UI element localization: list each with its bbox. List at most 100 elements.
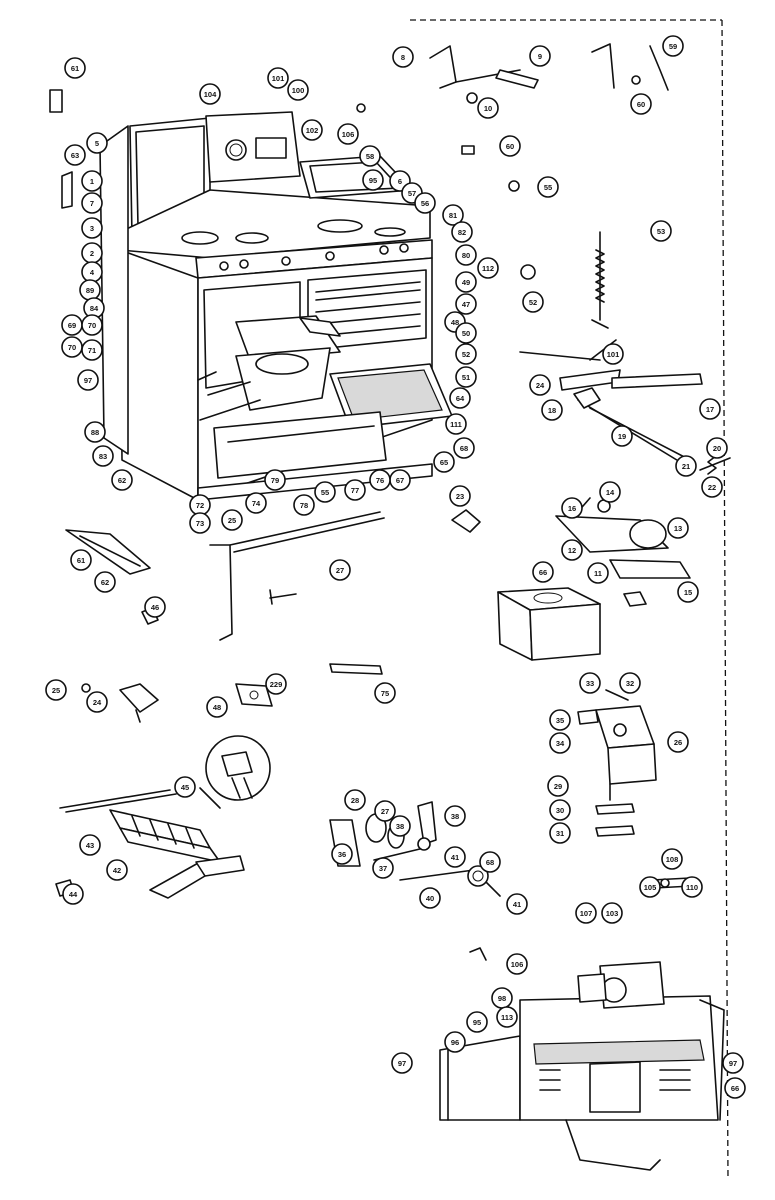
callout-circle bbox=[81, 192, 103, 214]
callout-circle bbox=[455, 366, 477, 388]
callout-circle bbox=[344, 479, 366, 501]
part-callout: 60 bbox=[630, 93, 652, 115]
part-callout: 29 bbox=[547, 775, 569, 797]
callout-label: 30 bbox=[556, 806, 564, 815]
part-callout: 12 bbox=[561, 539, 583, 561]
part-callout: 42 bbox=[106, 859, 128, 881]
part-callout: 19 bbox=[611, 425, 633, 447]
callout-circle bbox=[541, 399, 563, 421]
callout-circle bbox=[81, 170, 103, 192]
callout-circle bbox=[369, 469, 391, 491]
callout-circle bbox=[359, 145, 381, 167]
callout-label: 26 bbox=[674, 738, 682, 747]
part-callout: 3 bbox=[81, 217, 103, 239]
callout-circle bbox=[62, 883, 84, 905]
part-callout: 41 bbox=[444, 846, 466, 868]
callout-circle bbox=[677, 581, 699, 603]
callout-circle bbox=[639, 876, 661, 898]
page-frame bbox=[410, 19, 729, 1181]
callout-label: 64 bbox=[456, 394, 465, 403]
callout-label: 43 bbox=[86, 841, 94, 850]
callout-label: 70 bbox=[88, 321, 96, 330]
part-callout: 28 bbox=[344, 789, 366, 811]
part-callout: 66 bbox=[532, 561, 554, 583]
callout-label: 49 bbox=[462, 278, 470, 287]
part-callout: 62 bbox=[111, 469, 133, 491]
callout-label: 106 bbox=[511, 960, 524, 969]
part-callout: 66 bbox=[724, 1077, 746, 1099]
callout-label: 82 bbox=[458, 228, 466, 237]
part-callout: 79 bbox=[264, 469, 286, 491]
part-callout: 105 bbox=[639, 876, 661, 898]
callout-label: 41 bbox=[451, 853, 459, 862]
callout-label: 112 bbox=[482, 264, 494, 273]
part-callout: 2 bbox=[81, 242, 103, 264]
part-callout: 22 bbox=[701, 476, 723, 498]
callout-label: 58 bbox=[366, 152, 374, 161]
callout-circle bbox=[455, 244, 477, 266]
callout-label: 7 bbox=[90, 199, 94, 208]
part-callout: 83 bbox=[92, 445, 114, 467]
callout-label: 33 bbox=[586, 679, 594, 688]
callout-label: 36 bbox=[338, 850, 346, 859]
callout-label: 108 bbox=[666, 855, 679, 864]
callout-circle bbox=[611, 425, 633, 447]
callout-circle bbox=[667, 731, 689, 753]
callout-label: 5 bbox=[95, 139, 99, 148]
callout-label: 38 bbox=[451, 812, 459, 821]
part-callout: 68 bbox=[453, 437, 475, 459]
part-callout: 7 bbox=[81, 192, 103, 214]
callout-label: 42 bbox=[113, 866, 121, 875]
callout-circle bbox=[314, 481, 336, 503]
callout-label: 102 bbox=[306, 126, 319, 135]
part-callout: 65 bbox=[433, 451, 455, 473]
callout-circle bbox=[477, 97, 499, 119]
callout-circle bbox=[111, 469, 133, 491]
part-callout: 101 bbox=[267, 67, 289, 89]
part-callout: 13 bbox=[667, 517, 689, 539]
rear-control-assembly bbox=[439, 947, 725, 1171]
callout-circle bbox=[575, 902, 597, 924]
part-callout: 56 bbox=[414, 192, 436, 214]
callout-label: 60 bbox=[506, 142, 514, 151]
callout-label: 45 bbox=[181, 783, 189, 792]
part-callout: 64 bbox=[449, 387, 471, 409]
callout-label: 71 bbox=[88, 346, 96, 355]
part-callout: 76 bbox=[369, 469, 391, 491]
callout-label: 20 bbox=[713, 444, 721, 453]
callout-label: 89 bbox=[86, 286, 94, 295]
part-callout: 33 bbox=[579, 672, 601, 694]
callout-circle bbox=[94, 571, 116, 593]
part-callout: 23 bbox=[449, 485, 471, 507]
part-callout: 69 bbox=[61, 314, 83, 336]
part-callout: 35 bbox=[549, 709, 571, 731]
callout-circle bbox=[264, 469, 286, 491]
callout-circle bbox=[92, 445, 114, 467]
part-callout: 52 bbox=[455, 343, 477, 365]
callout-circle bbox=[630, 93, 652, 115]
callout-label: 72 bbox=[196, 501, 204, 510]
callout-circle bbox=[599, 481, 621, 503]
callout-label: 41 bbox=[513, 900, 521, 909]
callout-circle bbox=[174, 776, 196, 798]
callout-label: 48 bbox=[213, 703, 221, 712]
part-callout: 61 bbox=[64, 57, 86, 79]
callout-circle bbox=[86, 691, 108, 713]
callout-label: 84 bbox=[90, 304, 99, 313]
callout-circle bbox=[601, 902, 623, 924]
callout-label: 107 bbox=[580, 909, 593, 918]
callout-label: 101 bbox=[607, 350, 620, 359]
callout-label: 15 bbox=[684, 588, 692, 597]
callout-circle bbox=[506, 893, 528, 915]
callout-label: 52 bbox=[529, 298, 537, 307]
center-valve-cluster bbox=[329, 801, 501, 897]
callout-label: 31 bbox=[556, 829, 564, 838]
callout-label: 3 bbox=[90, 224, 94, 233]
callout-label: 66 bbox=[539, 568, 547, 577]
part-callout: 107 bbox=[575, 902, 597, 924]
callout-circle bbox=[301, 119, 323, 141]
part-callout: 1 bbox=[81, 170, 103, 192]
callout-label: 61 bbox=[71, 64, 79, 73]
part-callout: 52 bbox=[522, 291, 544, 313]
callout-label: 14 bbox=[606, 488, 615, 497]
